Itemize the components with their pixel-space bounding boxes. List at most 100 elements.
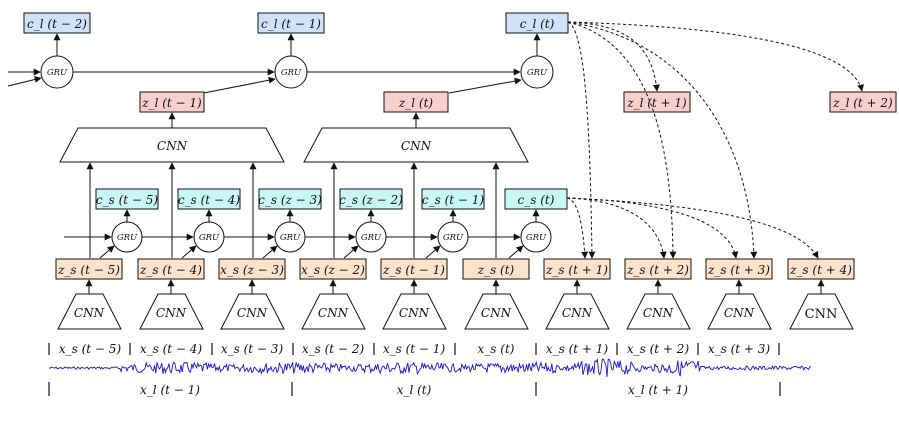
cs-box-2: c_s (t − 4) xyxy=(177,188,241,210)
cnn-label: CNN xyxy=(481,306,512,320)
zs-label: z_s (t − 4) xyxy=(139,263,202,277)
cs-label: c_s (t − 4) xyxy=(178,193,241,207)
zs-label: x_s (z − 3) xyxy=(220,263,284,277)
cl-label-t-2: c_l (t − 2) xyxy=(27,17,87,31)
zl-box-t: z_l (t) xyxy=(383,91,449,113)
cnn-short-9: CNN xyxy=(707,293,772,330)
zs-box-2: z_s (t − 4) xyxy=(137,258,205,280)
gru-node-short-2: GRU xyxy=(193,221,225,253)
zl-label-t+2: z_l (t + 2) xyxy=(832,96,893,110)
cnn-to-zs-arrows xyxy=(85,279,825,294)
gru-node-short-6: GRU xyxy=(520,221,552,253)
cl-label-t: c_l (t) xyxy=(520,17,555,31)
zs-box-9: z_s (t + 3) xyxy=(705,258,773,280)
cnn-short-5: CNN xyxy=(382,293,447,330)
zs-box-5: z_s (t − 1) xyxy=(380,258,448,280)
cs-box-6: c_s (t) xyxy=(504,188,568,210)
zs-box-10: z_s (t + 4) xyxy=(787,258,855,280)
cnn-short-2: CNN xyxy=(139,293,204,330)
audio-waveform xyxy=(48,357,812,377)
zs-box-4: x_s (z − 2) xyxy=(299,258,367,280)
cnn-label: CNN xyxy=(724,306,755,320)
zs-label: z_s (t + 3) xyxy=(707,263,770,277)
zs-label: z_s (t + 1) xyxy=(545,263,608,277)
xs-segment: x_s (t + 3) xyxy=(708,342,771,356)
xs-segment: x_s (t) xyxy=(478,342,515,356)
cnn-short-1: CNN xyxy=(57,293,122,330)
gru-label: GRU xyxy=(361,233,382,243)
cnn-short-8: CNN xyxy=(626,293,691,330)
prediction-dashed-arrows xyxy=(566,21,864,259)
xs-segment: x_s (t + 1) xyxy=(546,342,609,356)
cnn-long-2: CNN xyxy=(303,127,529,163)
zl-box-t+2: z_l (t + 2) xyxy=(829,91,897,113)
cnn-label: CNN xyxy=(74,306,105,320)
zs-label: z_s (t) xyxy=(477,263,515,277)
gru-node-short-4: GRU xyxy=(355,221,387,253)
zs-box-6: z_s (t) xyxy=(462,258,530,280)
cl-box-t-1: c_l (t − 1) xyxy=(257,12,325,34)
xs-segment: x_s (t − 5) xyxy=(59,342,122,356)
gru-label: GRU xyxy=(443,233,464,243)
cnn-short-10: CNN xyxy=(789,293,854,330)
zl-label-t+1: z_l (t + 1) xyxy=(626,96,687,110)
zl-label-t-1: z_l (t − 1) xyxy=(141,96,202,110)
xl-tick-marks xyxy=(48,382,781,396)
cnn-label: CNN xyxy=(318,306,349,320)
zs-label: x_s (z − 2) xyxy=(301,263,365,277)
zs-box-8: z_s (t + 2) xyxy=(624,258,692,280)
gru-label: GRU xyxy=(117,233,138,243)
cnn-label: CNN xyxy=(156,306,187,320)
zs-box-7: z_s (t + 1) xyxy=(543,258,611,280)
zs-box-1: z_s (t − 5) xyxy=(55,258,123,280)
xs-segment: x_s (t − 4) xyxy=(140,342,203,356)
gru-node-long-1: GRU xyxy=(40,55,74,89)
cnn-label: CNN xyxy=(401,139,432,153)
zl-box-t+1: z_l (t + 1) xyxy=(623,91,691,113)
cs-box-3: c_s (z − 3) xyxy=(258,188,322,210)
zs-box-3: x_s (z − 3) xyxy=(218,258,286,280)
xs-segment-row: x_s (t − 5) x_s (t − 4) x_s (t − 3) x_s … xyxy=(48,342,780,356)
xl-segment: x_l (t) xyxy=(397,383,432,397)
cnn-label: CNN xyxy=(237,306,268,320)
cs-box-1: c_s (t − 5) xyxy=(95,188,159,210)
cl-box-t: c_l (t) xyxy=(505,12,569,34)
cs-label: c_s (z − 2) xyxy=(339,193,403,207)
xl-segment: x_l (t − 1) xyxy=(140,383,200,397)
xl-segment-row: x_l (t − 1) x_l (t) x_l (t + 1) xyxy=(48,382,781,397)
gru-label: GRU xyxy=(47,68,68,78)
zs-label: z_s (t − 5) xyxy=(57,263,120,277)
cnn-long-1: CNN xyxy=(59,127,285,163)
cnn-label-plain: CNN xyxy=(805,307,838,322)
short-term-row: c_s (t − 5) c_s (t − 4) c_s (z − 3) c_s … xyxy=(55,162,855,330)
zl-box-t-1: z_l (t − 1) xyxy=(139,91,205,113)
gru-node-short-1: GRU xyxy=(111,221,143,253)
short-arrows xyxy=(64,162,540,259)
cnn-label: CNN xyxy=(157,139,188,153)
cs-box-4: c_s (z − 2) xyxy=(339,188,403,210)
zl-label-t: z_l (t) xyxy=(398,96,433,110)
gru-label: GRU xyxy=(280,233,301,243)
xs-segment: x_s (t − 2) xyxy=(302,342,365,356)
cnn-label: CNN xyxy=(643,306,674,320)
zs-label: z_s (t + 2) xyxy=(626,263,689,277)
gru-node-short-5: GRU xyxy=(437,221,469,253)
gru-node-long-2: GRU xyxy=(274,55,308,89)
cs-label: c_s (z − 3) xyxy=(258,193,322,207)
gru-label: GRU xyxy=(527,68,548,78)
cl-box-t-2: c_l (t − 2) xyxy=(23,12,91,34)
gru-label: GRU xyxy=(199,233,220,243)
gru-label: GRU xyxy=(281,68,302,78)
long-term-context-row: c_l (t − 2) c_l (t − 1) c_l (t) GRU GRU … xyxy=(7,12,897,163)
gru-node-long-3: GRU xyxy=(520,55,554,89)
cnn-label: CNN xyxy=(562,306,593,320)
gru-node-short-3: GRU xyxy=(274,221,306,253)
cl-label-t-1: c_l (t − 1) xyxy=(261,17,321,31)
cnn-short-4: CNN xyxy=(301,293,366,330)
cnn-to-zl-arrows xyxy=(168,112,420,128)
cnn-short-6: CNN xyxy=(464,293,529,330)
cs-label: c_s (t) xyxy=(518,193,555,207)
cnn-short-7: CNN xyxy=(545,293,610,330)
cnn-short-3: CNN xyxy=(220,293,285,330)
xl-segment: x_l (t + 1) xyxy=(628,383,688,397)
